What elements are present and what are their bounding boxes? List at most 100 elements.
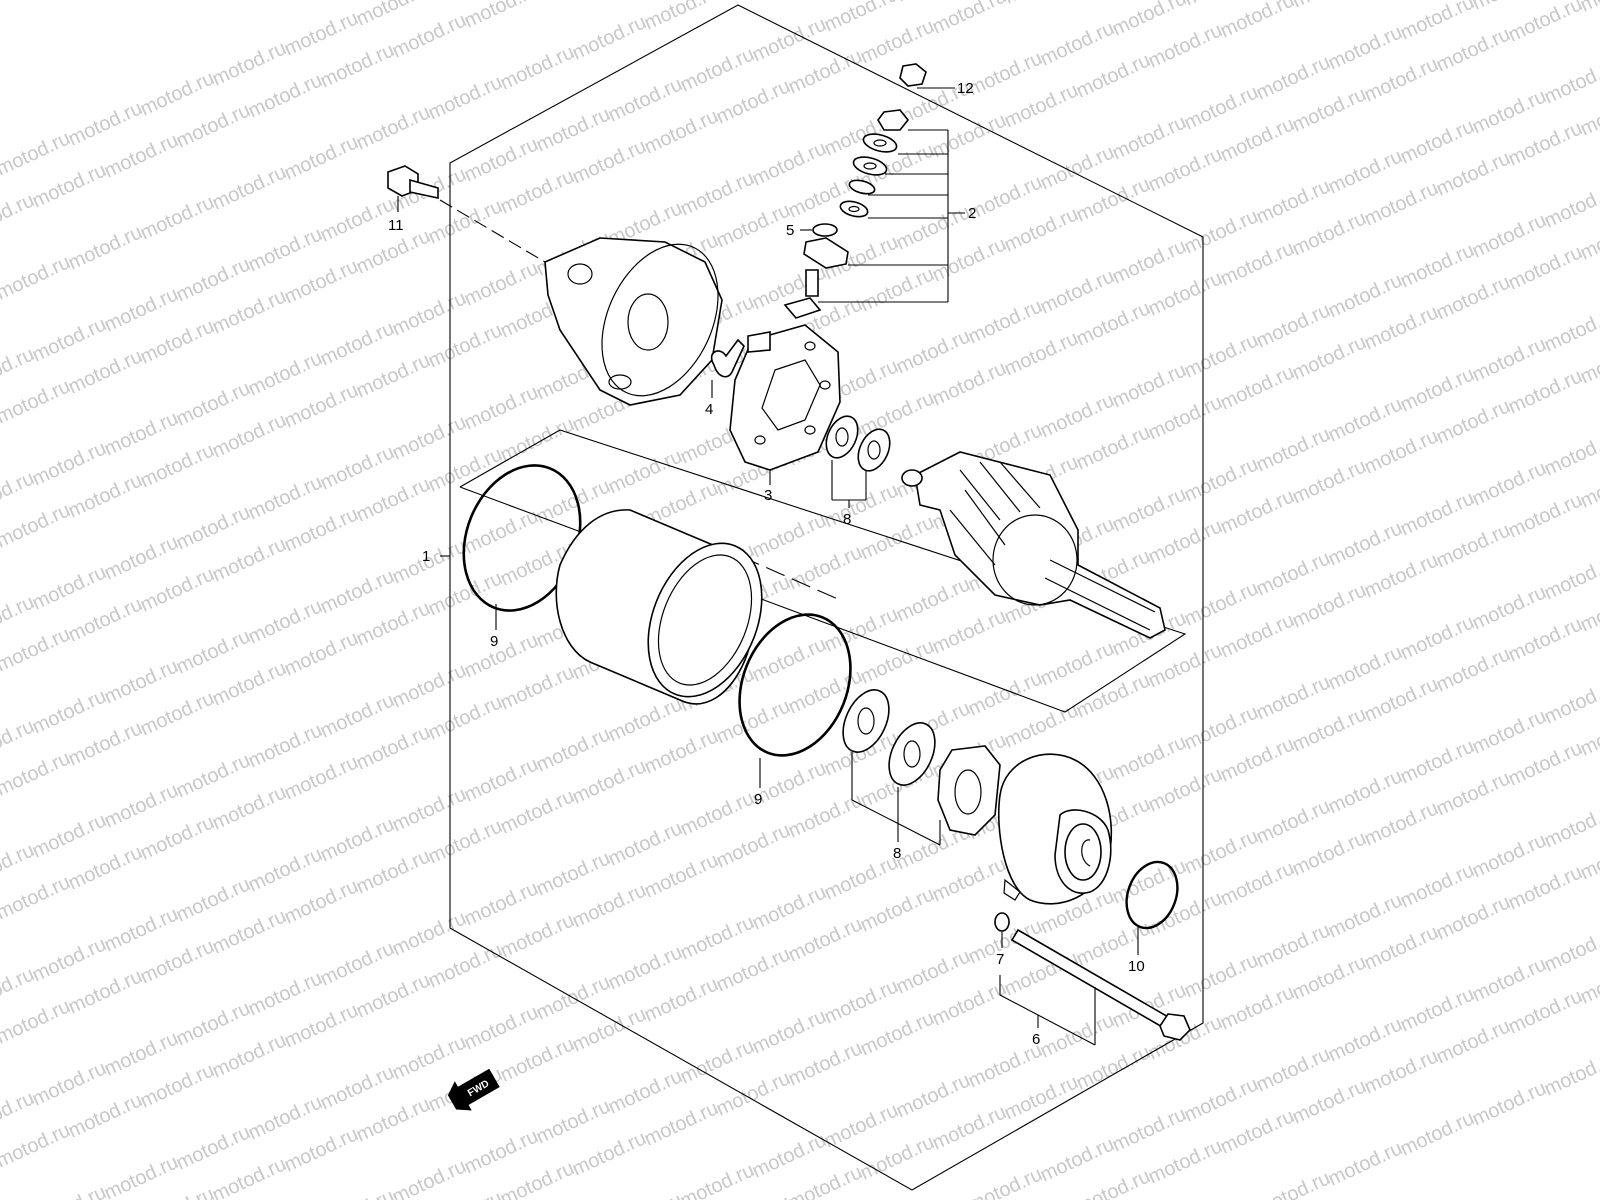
- watermark-text: motod.ru: [353, 0, 434, 31]
- watermark-text: motod.ru: [1289, 83, 1370, 136]
- watermark-text: motod.ru: [389, 411, 470, 464]
- watermark-text: motod.ru: [29, 437, 110, 490]
- watermark-text: motod.ru: [29, 685, 110, 738]
- watermark-text: motod.ru: [1109, 1103, 1190, 1156]
- watermark-text: motod.ru: [569, 11, 650, 64]
- watermark-text: motod.ru: [317, 317, 398, 370]
- watermark-text: motod.ru: [137, 811, 218, 864]
- callout-2: 2: [968, 205, 976, 222]
- watermark-text: motod.ru: [1325, 393, 1406, 446]
- watermark-text: motod.ru: [29, 1181, 110, 1200]
- watermark-text: motod.ru: [1433, 147, 1514, 200]
- watermark-text: motod.ru: [353, 721, 434, 774]
- watermark-text: motod.ru: [1505, 117, 1586, 170]
- watermark-text: motod.ru: [101, 129, 182, 182]
- watermark-text: motod.ru: [713, 0, 794, 5]
- watermark-text: motod.ru: [1253, 671, 1334, 724]
- assembly-outline-box: [449, 4, 1204, 1191]
- watermark-text: motod.ru: [929, 853, 1010, 906]
- watermark-text: motod.ru: [1289, 703, 1370, 756]
- watermark-text: motod.ru: [1001, 1071, 1082, 1124]
- watermark-text: motod.ru: [29, 933, 110, 986]
- watermark-text: motod.ru: [1505, 737, 1586, 790]
- watermark-text: motod.ru: [1253, 547, 1334, 600]
- watermark-text: motod.ru: [1433, 395, 1514, 448]
- watermark-text: motod.ru: [605, 1065, 686, 1118]
- watermark-text: motod.ru: [1505, 489, 1586, 542]
- watermark-text: motod.ru: [1397, 363, 1478, 416]
- watermark-text: motod.ru: [1253, 51, 1334, 104]
- watermark-text: motod.ru: [1541, 551, 1600, 604]
- watermark-text: motod.ru: [1253, 423, 1334, 476]
- armature: [901, 451, 1166, 639]
- watermark-text: motod.ru: [1325, 1137, 1406, 1190]
- watermark-text: motod.ru: [893, 573, 974, 626]
- watermark-text: motod.ru: [1217, 485, 1298, 538]
- watermark-text: motod.ru: [209, 285, 290, 338]
- watermark-text: motod.ru: [605, 941, 686, 994]
- fwd-arrow-icon: FWD: [447, 1068, 500, 1111]
- front-cover: [997, 753, 1113, 905]
- watermark-text: motod.ru: [173, 625, 254, 678]
- watermark-text: motod.ru: [137, 563, 218, 616]
- watermark-text: motod.ru: [821, 0, 902, 37]
- watermark-text: motod.ru: [0, 1119, 74, 1172]
- watermark-text: motod.ru: [1181, 453, 1262, 506]
- watermark-text: motod.ru: [929, 357, 1010, 410]
- watermark-text: motod.ru: [1217, 609, 1298, 662]
- watermark-text: motod.ru: [1361, 53, 1442, 106]
- watermark-text: motod.ru: [425, 815, 506, 868]
- watermark-text: motod.ru: [893, 1069, 974, 1122]
- callout-8-upper: 8: [843, 511, 851, 528]
- watermark-text: motod.ru: [1325, 145, 1406, 198]
- watermark-text: motod.ru: [317, 441, 398, 494]
- bolt-guide-line: [439, 199, 546, 263]
- watermark-text: motod.ru: [1145, 515, 1226, 568]
- bolt-11: [387, 165, 439, 199]
- watermark-text: motod.ru: [785, 1037, 866, 1090]
- watermark-text: motod.ru: [1253, 299, 1334, 352]
- watermark-text: motod.ru: [173, 99, 254, 152]
- watermark-text: motod.ru: [1505, 241, 1586, 294]
- watermark-text: motod.ru: [677, 43, 758, 96]
- watermark-text: motod.ru: [857, 511, 938, 564]
- watermark-text: motod.ru: [317, 39, 398, 92]
- watermark-text: motod.ru: [353, 969, 434, 1022]
- watermark-text: motod.ru: [857, 387, 938, 440]
- watermark-text: motod.ru: [569, 755, 650, 808]
- watermark-text: motod.ru: [1469, 85, 1550, 138]
- watermark-text: motod.ru: [137, 1059, 218, 1112]
- watermark-text: motod.ru: [1325, 517, 1406, 570]
- watermark-text: motod.ru: [209, 1029, 290, 1082]
- watermark-text: motod.ru: [1469, 209, 1550, 262]
- watermark-text: motod.ru: [1217, 733, 1298, 786]
- watermark-text: motod.ru: [101, 407, 182, 460]
- watermark-text: motod.ru: [245, 595, 326, 648]
- watermark-text: motod.ru: [425, 691, 506, 744]
- watermark-text: motod.ru: [1181, 577, 1262, 630]
- watermark-text: motod.ru: [605, 73, 686, 126]
- watermark-text: motod.ru: [65, 345, 146, 398]
- watermark-text: motod.ru: [101, 655, 182, 708]
- watermark-text: motod.ru: [245, 69, 326, 122]
- yoke-guide-line: [714, 544, 841, 601]
- watermark-text: motod.ru: [677, 787, 758, 840]
- watermark-text: motod.ru: [245, 347, 326, 400]
- watermark-text: motod.ru: [353, 101, 434, 154]
- watermark-text: motod.ru: [785, 913, 866, 966]
- watermark-text: motod.ru: [1217, 113, 1298, 166]
- watermark-text: motod.ru: [1541, 303, 1600, 356]
- watermark-text: motod.ru: [749, 509, 830, 562]
- watermark-text: motod.ru: [713, 199, 794, 252]
- watermark-text: motod.ru: [1541, 1047, 1600, 1100]
- watermark-text: motod.ru: [1433, 891, 1514, 944]
- watermark-text: motod.ru: [497, 1033, 578, 1086]
- watermark-text: motod.ru: [1001, 0, 1082, 9]
- watermark-text: motod.ru: [0, 251, 74, 304]
- watermark-text: motod.ru: [209, 409, 290, 462]
- watermark-text: motod.ru: [1397, 239, 1478, 292]
- watermark-text: motod.ru: [965, 47, 1046, 100]
- watermark-text: motod.ru: [605, 817, 686, 870]
- watermark-text: motod.ru: [821, 975, 902, 1028]
